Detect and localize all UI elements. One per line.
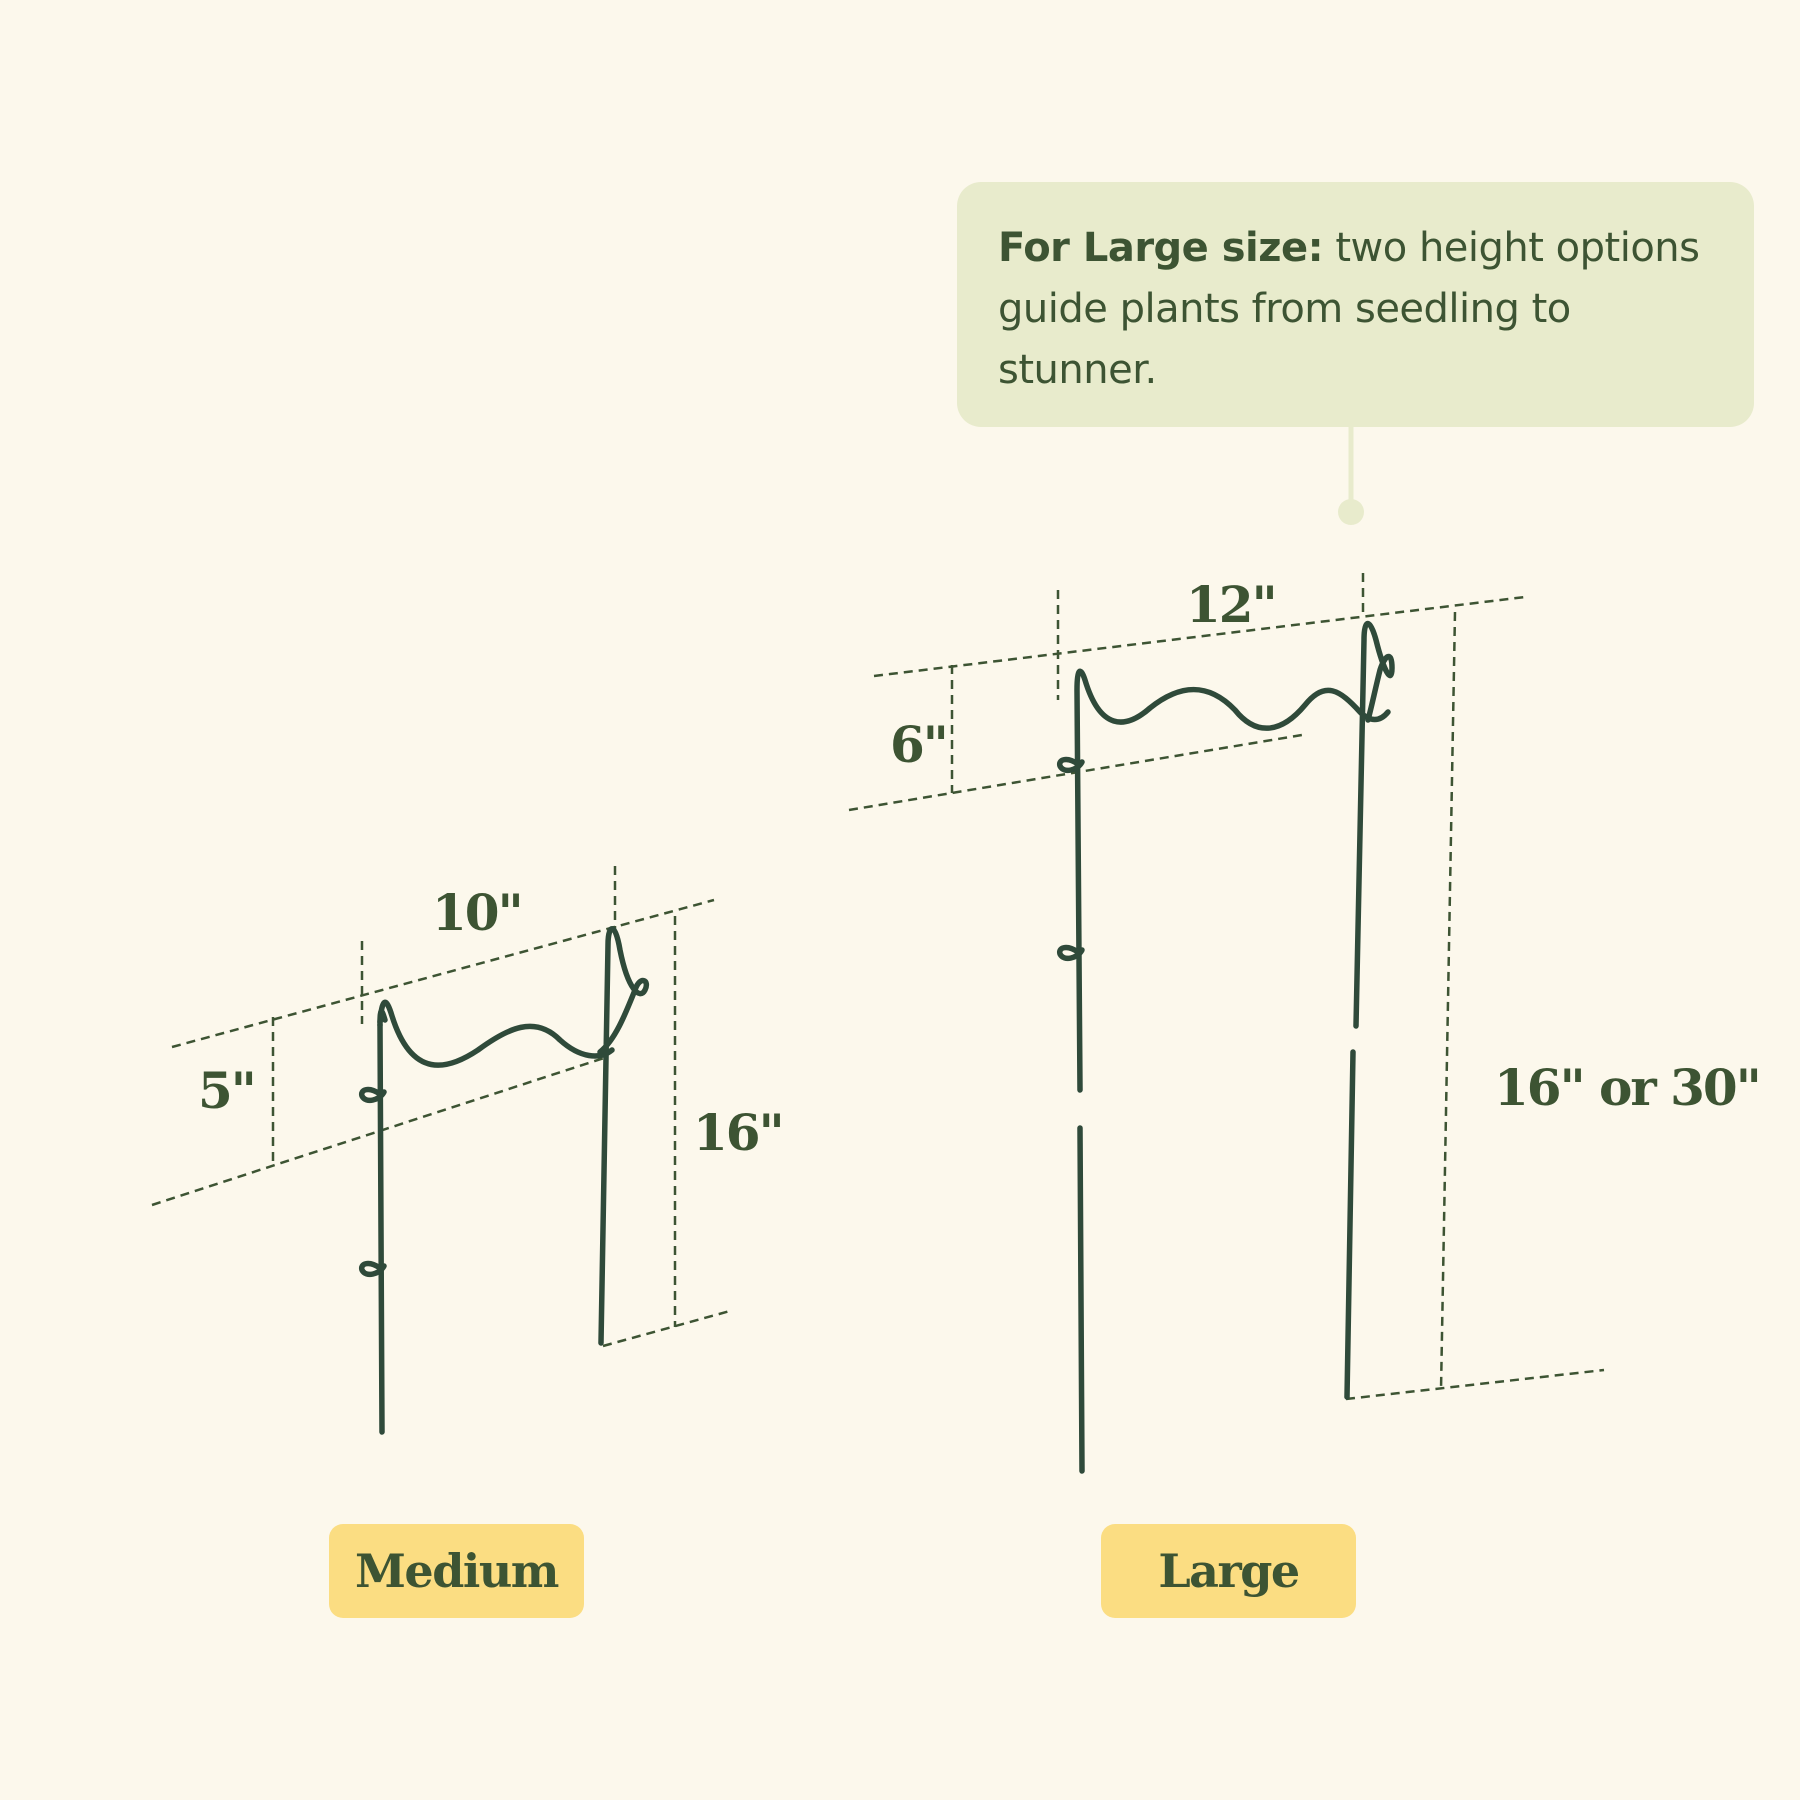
callout-bold-text: For Large size: xyxy=(998,225,1324,271)
large-size-callout: For Large size: two height options guide… xyxy=(957,182,1754,427)
medium-width-label: 10" xyxy=(432,883,522,942)
medium-stake xyxy=(358,926,649,1435)
callout-text: two height options guide plants from see… xyxy=(998,225,1700,393)
medium-size-label: Medium xyxy=(329,1524,584,1618)
medium-wave-height-label: 5" xyxy=(198,1061,255,1120)
large-width-label: 12" xyxy=(1186,575,1276,634)
callout-connector xyxy=(1338,427,1364,525)
large-size-label-text: Large xyxy=(1158,1544,1300,1598)
medium-dimension-lines xyxy=(151,866,731,1348)
large-wave-height-label: 6" xyxy=(890,715,947,774)
medium-size-label-text: Medium xyxy=(355,1544,559,1598)
large-size-label: Large xyxy=(1101,1524,1356,1618)
large-dimension-lines xyxy=(848,573,1605,1401)
medium-height-label: 16" xyxy=(693,1103,783,1162)
large-height-label: 16" or 30" xyxy=(1494,1058,1760,1117)
large-stake xyxy=(1056,620,1395,1474)
